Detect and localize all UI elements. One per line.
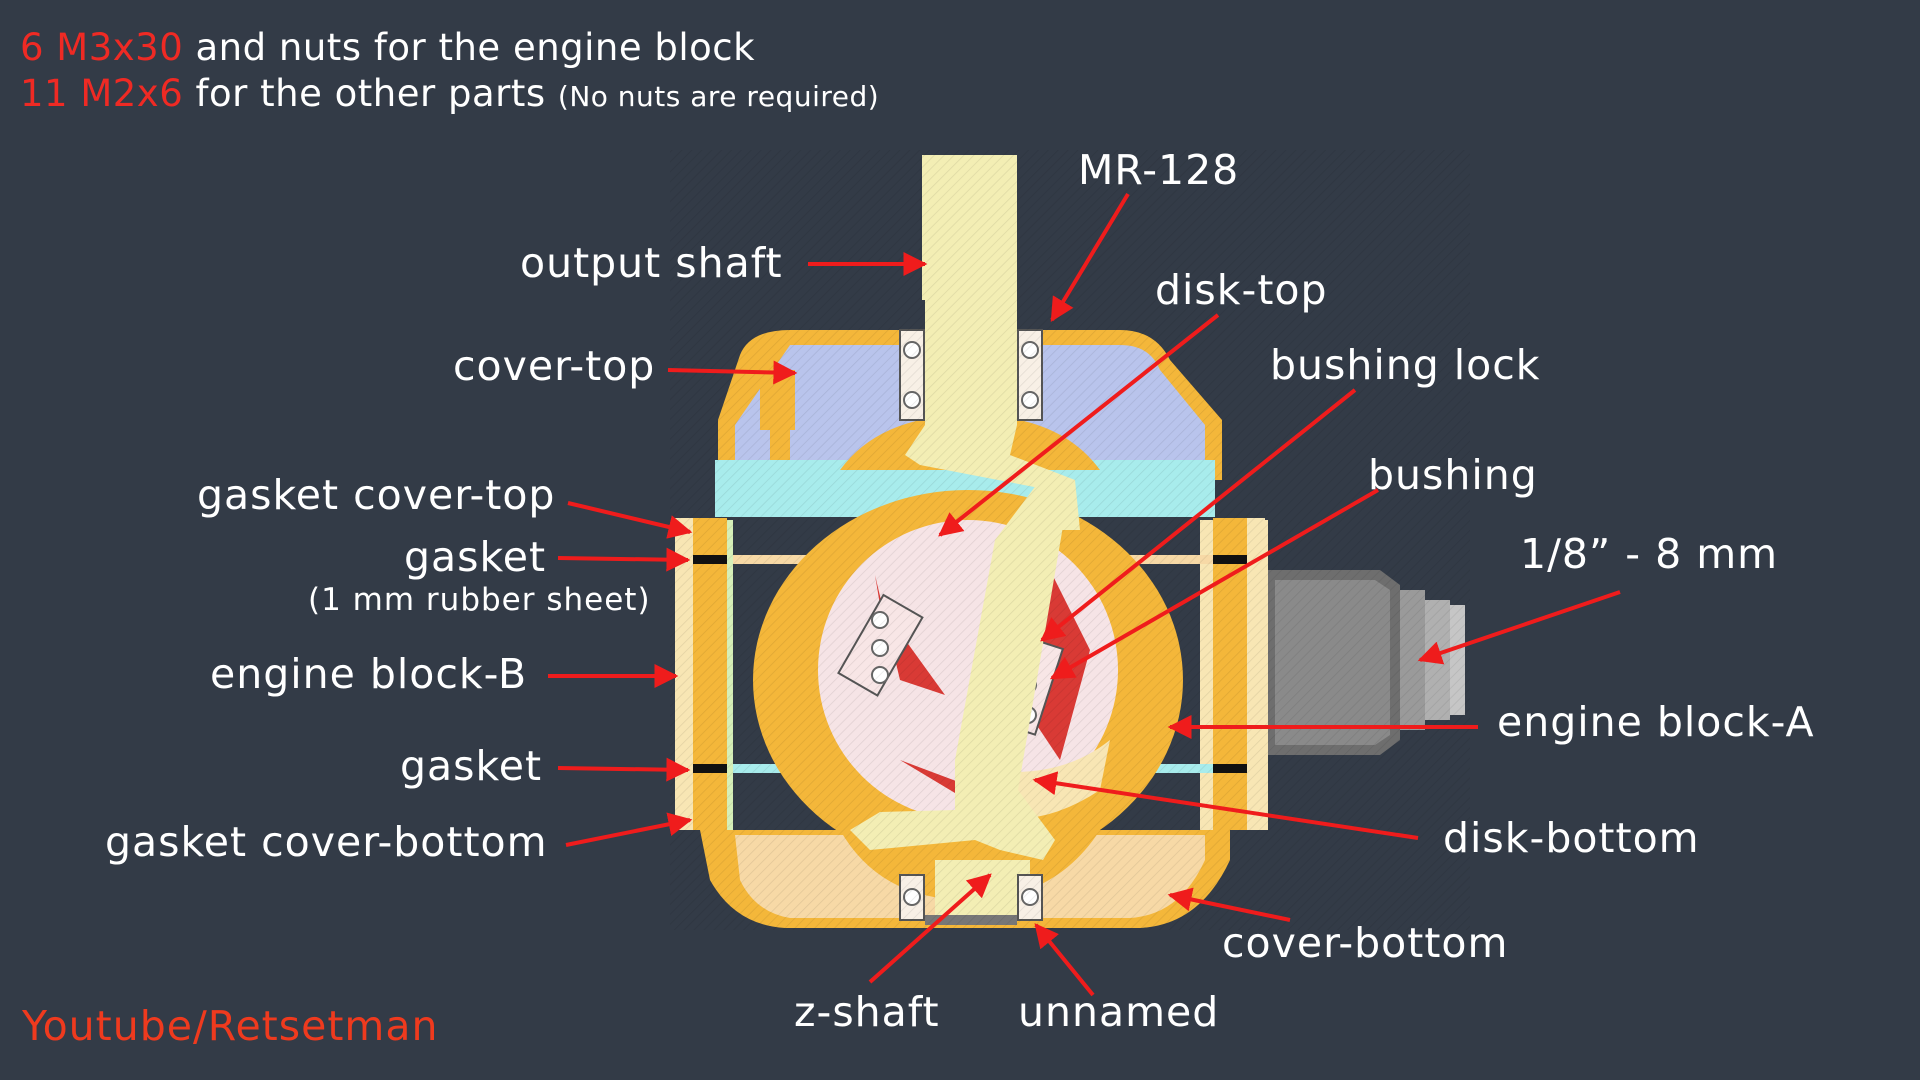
label-cover-top: cover-top bbox=[453, 342, 656, 390]
label-output-shaft: output shaft bbox=[520, 239, 783, 287]
label-z-shaft: z-shaft bbox=[794, 988, 940, 1036]
arrow-unnamed bbox=[1034, 923, 1095, 997]
arrow-z-shaft bbox=[868, 873, 992, 984]
label-gasket-cover-top: gasket cover-top bbox=[197, 471, 556, 519]
arrow-cover-top bbox=[667, 360, 798, 385]
label-gasket-cover-bottom: gasket cover-bottom bbox=[105, 818, 548, 866]
label-bushing: bushing bbox=[1368, 451, 1538, 499]
label-disk-bottom: disk-bottom bbox=[1443, 814, 1700, 862]
header-line-2: 11 M2x6 for the other parts (No nuts are… bbox=[20, 72, 880, 115]
arrow-mr128 bbox=[1050, 192, 1130, 323]
label-engine-block-a: engine block-A bbox=[1497, 698, 1815, 746]
label-gasket-upper-note: (1 mm rubber sheet) bbox=[308, 582, 651, 618]
arrow-gasket-lower bbox=[557, 757, 691, 782]
arrow-bushing-lock bbox=[1040, 388, 1357, 642]
arrow-bushing bbox=[1049, 488, 1379, 680]
label-gasket-upper: gasket bbox=[404, 533, 547, 581]
arrow-cover-bottom bbox=[1167, 887, 1291, 922]
label-cover-bottom: cover-bottom bbox=[1222, 919, 1509, 967]
arrow-gasket-cover-top bbox=[567, 501, 693, 539]
label-gasket-lower: gasket bbox=[400, 742, 543, 790]
callout-arrows bbox=[548, 192, 1621, 997]
label-unnamed: unnamed bbox=[1018, 988, 1220, 1036]
label-disk-top: disk-top bbox=[1155, 266, 1328, 314]
label-mr128: MR-128 bbox=[1078, 146, 1240, 194]
arrow-fitting bbox=[1417, 590, 1621, 665]
arrow-gasket-cover-bottom bbox=[565, 812, 693, 847]
credit-youtube: Youtube/Retsetman bbox=[22, 1002, 439, 1050]
header-line-1: 6 M3x30 and nuts for the engine block bbox=[20, 26, 756, 69]
label-fitting: 1/8” - 8 mm bbox=[1520, 530, 1779, 578]
arrow-gasket-upper bbox=[557, 547, 691, 572]
label-bushing-lock: bushing lock bbox=[1270, 341, 1541, 389]
arrow-disk-top bbox=[938, 313, 1220, 537]
arrow-disk-bottom bbox=[1032, 771, 1419, 840]
label-engine-block-b: engine block-B bbox=[210, 650, 528, 698]
